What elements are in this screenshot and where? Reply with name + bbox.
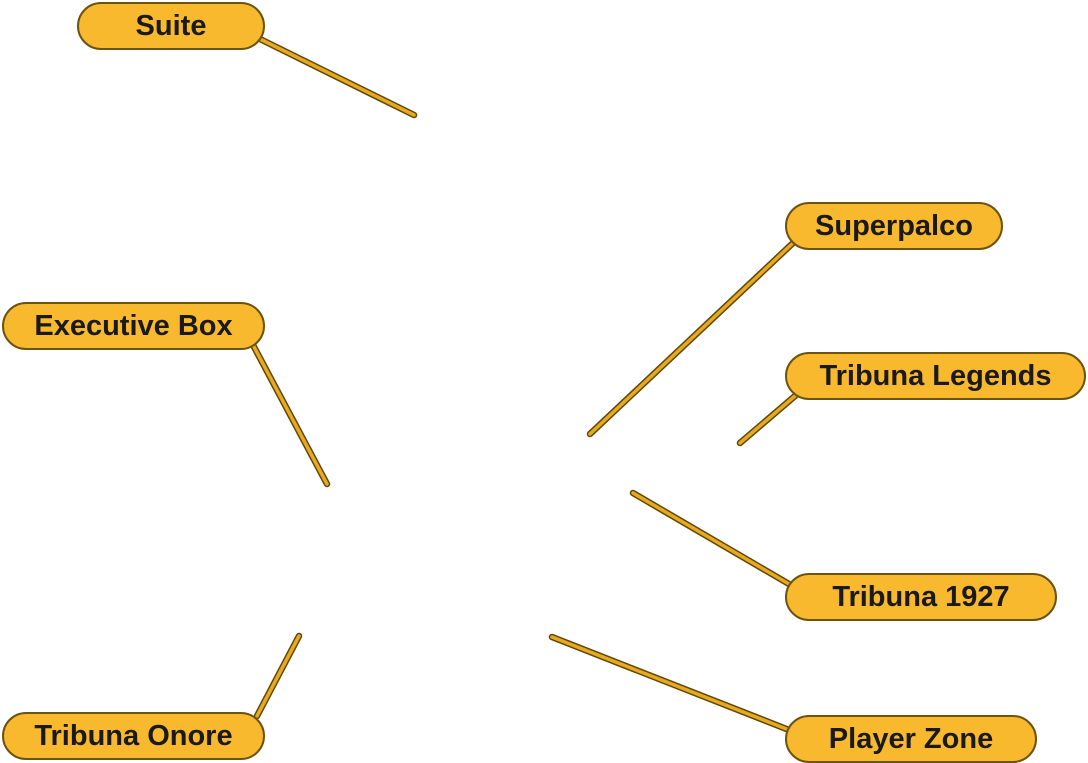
label-tribuna-1927[interactable]: Tribuna 1927 bbox=[785, 573, 1057, 621]
label-tribuna-legends[interactable]: Tribuna Legends bbox=[785, 352, 1086, 400]
label-tribuna-legends-text: Tribuna Legends bbox=[819, 359, 1052, 392]
leader-line-tribuna-1927 bbox=[631, 491, 791, 586]
label-executive-box-text: Executive Box bbox=[34, 309, 233, 342]
label-tribuna-onore-text: Tribuna Onore bbox=[34, 719, 233, 752]
leader-line-suite bbox=[256, 36, 416, 117]
leader-line-tribuna-legends bbox=[738, 394, 797, 445]
label-executive-box[interactable]: Executive Box bbox=[2, 302, 265, 350]
label-superpalco[interactable]: Superpalco bbox=[785, 202, 1003, 250]
label-suite-text: Suite bbox=[135, 9, 207, 42]
label-tribuna-1927-text: Tribuna 1927 bbox=[832, 580, 1010, 613]
leader-line-player-zone bbox=[550, 635, 791, 732]
label-suite[interactable]: Suite bbox=[77, 2, 265, 50]
label-superpalco-text: Superpalco bbox=[815, 209, 973, 242]
label-player-zone-text: Player Zone bbox=[828, 722, 994, 755]
label-tribuna-onore[interactable]: Tribuna Onore bbox=[2, 712, 265, 760]
leader-line-superpalco bbox=[588, 241, 795, 436]
label-player-zone[interactable]: Player Zone bbox=[785, 715, 1037, 763]
leader-line-tribuna-onore bbox=[255, 634, 301, 718]
leader-line-executive-box bbox=[251, 343, 329, 486]
